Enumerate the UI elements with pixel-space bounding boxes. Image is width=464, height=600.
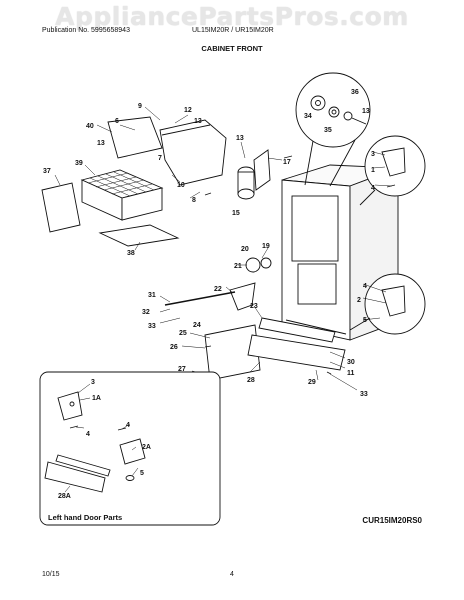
callout-33: 33	[148, 323, 156, 330]
callout-39: 39	[75, 160, 83, 167]
callout-8: 8	[192, 197, 196, 204]
callout-37: 37	[43, 168, 51, 175]
inset-callout-1a: 1A	[92, 395, 101, 402]
callout-24: 24	[193, 322, 201, 329]
callout-3: 3	[371, 151, 375, 158]
inset-top-hinge	[57, 391, 83, 421]
callout-13c: 13	[236, 135, 244, 142]
callout-40: 40	[86, 123, 94, 130]
callout-4: 4	[371, 185, 375, 192]
inset-caption: Left hand Door Parts	[48, 513, 123, 522]
callout-9: 9	[138, 103, 142, 110]
shelf-plate	[98, 224, 180, 247]
callout-11: 11	[347, 370, 355, 377]
front-panel-plate	[41, 182, 81, 233]
callout-22: 22	[214, 286, 222, 293]
callout-13d: 13	[362, 108, 370, 115]
callout-2: 2	[357, 297, 361, 304]
model-numbers: UL15IM20R / UR15IM20R	[192, 27, 274, 34]
callout-25: 25	[179, 330, 187, 337]
callout-labels: 9 12 13 6 40 13 7 10 39 37 8 38 13 15 17…	[43, 89, 375, 398]
footer-date: 10/15	[42, 571, 60, 578]
callout-13: 13	[194, 118, 202, 125]
inset-bottom-hinge	[119, 438, 146, 465]
section-title: CABINET FRONT	[201, 44, 263, 53]
callout-23: 23	[250, 303, 258, 310]
inset-callout-3: 3	[91, 379, 95, 386]
inset-callout-2a: 2A	[142, 444, 151, 451]
callout-4b: 4	[363, 283, 367, 290]
page-number: 4	[230, 571, 234, 578]
rod	[164, 291, 236, 306]
ice-bin	[159, 119, 227, 186]
callout-1: 1	[371, 167, 375, 174]
diagram-reference-code: CUR15IM20RS0	[362, 516, 422, 525]
callout-38: 38	[127, 250, 135, 257]
funnel	[229, 282, 256, 311]
callout-20: 20	[241, 246, 249, 253]
callout-33b: 33	[360, 391, 368, 398]
inset-callout-5: 5	[140, 470, 144, 477]
kick-plate	[247, 334, 346, 371]
knob	[245, 257, 261, 273]
inset-callout-4: 4	[126, 422, 130, 429]
callout-17: 17	[283, 159, 291, 166]
callout-19: 19	[262, 243, 270, 250]
callout-12: 12	[184, 107, 192, 114]
callout-7: 7	[158, 155, 162, 162]
callout-26: 26	[170, 344, 178, 351]
publication-number: Publication No. 5995658943	[42, 27, 130, 34]
callout-29: 29	[308, 379, 316, 386]
callout-34: 34	[304, 113, 312, 120]
bottom-kick-panel	[204, 324, 261, 381]
inset-callout-4b: 4	[86, 431, 90, 438]
callout-30: 30	[347, 359, 355, 366]
inset-kick-plate	[44, 461, 106, 493]
callout-27: 27	[178, 366, 186, 373]
ice-bin-cover	[107, 116, 163, 159]
inset-callout-labels: 3 1A 4 4 2A 5 28A	[58, 379, 151, 500]
callout-35: 35	[324, 127, 332, 134]
callout-5: 5	[363, 317, 367, 324]
callout-15: 15	[232, 210, 240, 217]
callout-28: 28	[247, 377, 255, 384]
inset-callout-28a: 28A	[58, 493, 71, 500]
callout-10: 10	[177, 182, 185, 189]
callout-21: 21	[234, 263, 242, 270]
callout-32: 32	[142, 309, 150, 316]
watermark: AppliancePartsPros.com	[55, 2, 409, 31]
callout-31: 31	[148, 292, 156, 299]
callout-13b: 13	[97, 140, 105, 147]
callout-6: 6	[115, 118, 119, 125]
callout-36: 36	[351, 89, 359, 96]
